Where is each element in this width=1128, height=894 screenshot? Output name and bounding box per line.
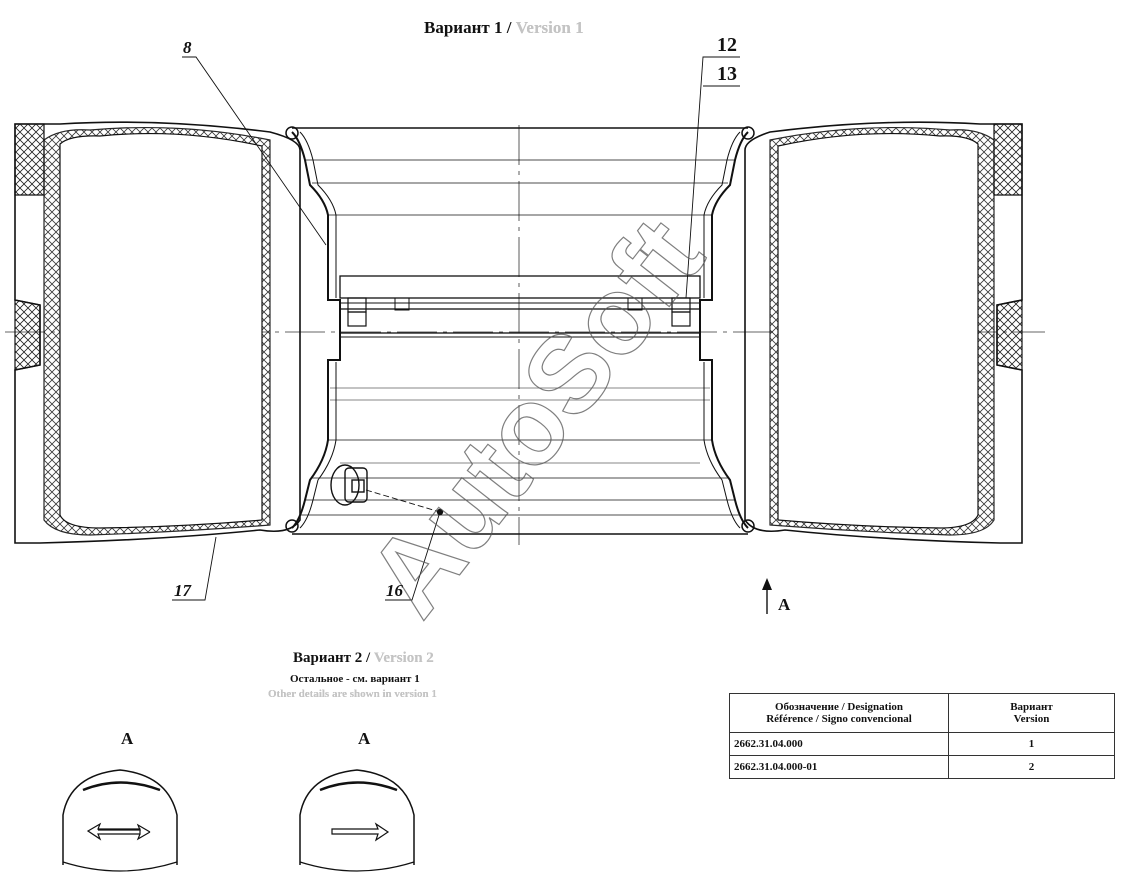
version2-title-en: Version 2 [373, 650, 434, 666]
right-tyre-section [744, 121, 1023, 544]
table-header-row: Обозначение / Designation Référence / Si… [729, 693, 1115, 733]
header-designation: Обозначение / Designation Référence / Si… [729, 693, 949, 733]
version1-title: Вариант 1 / Version 1 [424, 18, 584, 38]
view-a-left-cap [62, 769, 178, 872]
label-item-16: 16 [386, 581, 403, 600]
leader-lines [172, 56, 740, 601]
header-version: Вариант Version [948, 693, 1115, 733]
designation-cell: 2662.31.04.000-01 [729, 755, 949, 779]
view-arrow-a [762, 578, 772, 614]
view-a-right-cap [299, 769, 415, 872]
version1-title-en: Version 1 [515, 18, 584, 37]
version-cell: 2 [948, 755, 1115, 779]
autosoft-watermark: AutoSoft [344, 196, 727, 638]
version2-title: Вариант 2 / Version 2 [293, 650, 434, 667]
designation-cell: 2662.31.04.000 [729, 732, 949, 756]
version1-title-ru: Вариант 1 / [424, 18, 512, 37]
label-item-17: 17 [174, 581, 191, 600]
note-en: Other details are shown in version 1 [268, 688, 437, 700]
label-item-13: 13 [717, 63, 737, 85]
rim-section [285, 126, 755, 535]
view-a-right-label: A [358, 729, 371, 748]
version2-title-ru: Вариант 2 / [293, 650, 371, 666]
version-cell: 1 [948, 732, 1115, 756]
label-view-a: A [778, 595, 791, 614]
designation-table: Обозначение / Designation Référence / Si… [729, 693, 1115, 779]
view-a-left-label: A [121, 729, 134, 748]
note-ru: Остальное - см. вариант 1 [290, 673, 420, 685]
label-item-12: 12 [717, 34, 737, 56]
label-item-8: 8 [183, 38, 192, 57]
valve-part [330, 464, 444, 516]
left-tyre-section [14, 121, 301, 544]
table-row: 2662.31.04.000-01 2 [729, 755, 1115, 779]
table-row: 2662.31.04.000 1 [729, 732, 1115, 756]
